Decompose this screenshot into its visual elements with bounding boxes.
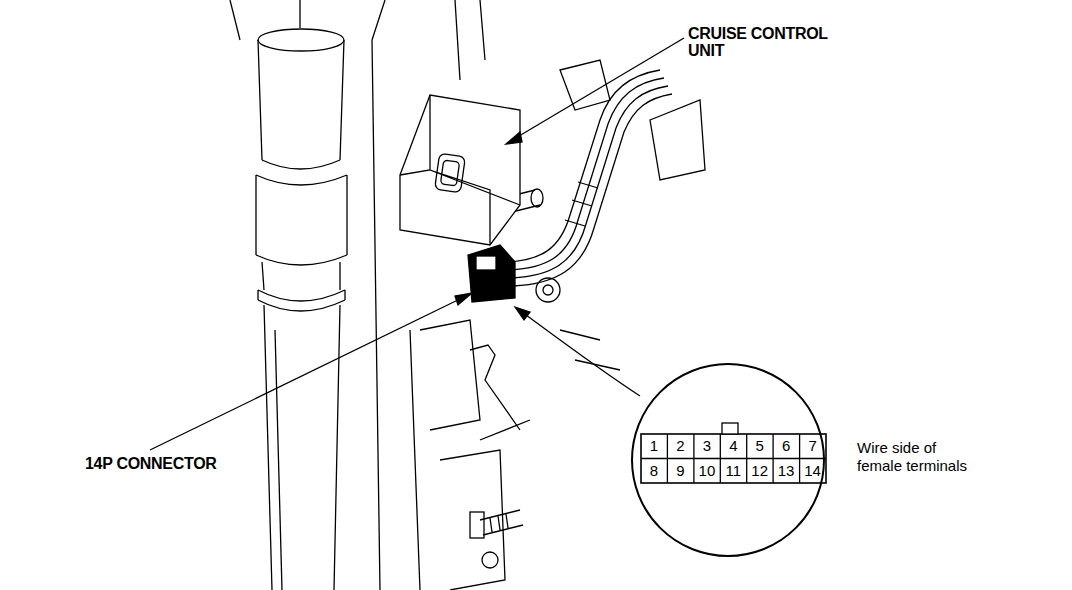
steering-column (256, 175, 347, 185)
steering-column (262, 160, 340, 169)
bolt (470, 345, 530, 440)
pin-number: 11 (720, 459, 746, 483)
bracket (543, 285, 553, 295)
pin-number: 12 (747, 459, 773, 483)
bracket (372, 0, 420, 590)
connector-inset (641, 458, 826, 459)
bracket (420, 320, 480, 430)
part-name: 14P CONNECTOR (85, 455, 265, 472)
bolt (480, 510, 523, 535)
pin-number: 1 (641, 434, 667, 458)
bracket (440, 450, 505, 590)
pin-number: 14 (800, 459, 826, 483)
cruise-control-unit-box (400, 95, 520, 245)
cruise-control-unit-box (400, 95, 520, 245)
cruise-control-unit-box (440, 160, 459, 186)
pin-number: 2 (667, 434, 693, 458)
leader-line (515, 307, 530, 320)
connector-inset (641, 434, 826, 483)
pin-number: 9 (667, 459, 693, 483)
leader-line (514, 38, 684, 139)
wire-harness (565, 182, 598, 226)
cruise-control-unit-box (435, 153, 466, 192)
cruise-control-unit-box (400, 95, 520, 245)
bolt (531, 189, 543, 207)
part-name: CRUISE CONTROL UNIT (688, 25, 843, 59)
steering-column (230, 0, 347, 590)
pin-number: 4 (720, 434, 746, 458)
bracket (560, 330, 620, 370)
leader-line (506, 132, 522, 144)
pin-number: 5 (747, 434, 773, 458)
steering-column (256, 255, 347, 265)
pin-number: 10 (694, 459, 720, 483)
steering-column (262, 262, 340, 290)
connector-14p (468, 245, 515, 302)
leader-line (150, 38, 684, 450)
leader-line (522, 312, 640, 396)
bolt (482, 552, 498, 568)
connector-inset (667, 434, 799, 483)
bolt (470, 189, 543, 568)
pin-number: 13 (773, 459, 799, 483)
leader-line (455, 293, 472, 305)
leader-line (150, 297, 464, 450)
steering-column (258, 29, 344, 51)
steering-column (264, 305, 340, 590)
connector-inset (632, 364, 824, 556)
connector-14p (468, 245, 515, 302)
steering-column (256, 175, 347, 255)
wire-harness (512, 86, 668, 278)
wire-harness (508, 70, 660, 262)
bracket (536, 278, 560, 302)
steering-column (230, 0, 300, 40)
wire-harness (508, 70, 672, 286)
bracket (455, 0, 485, 80)
pin-number: 6 (773, 434, 799, 458)
connector-inset (632, 364, 826, 556)
steering-column (258, 290, 345, 311)
bolt (470, 512, 484, 538)
steering-column (275, 330, 282, 590)
connector-inset (722, 423, 738, 434)
steering-column (258, 40, 344, 160)
wire-harness (513, 94, 672, 286)
pin-number: 8 (641, 459, 667, 483)
bracket (650, 100, 705, 180)
pin-number: 3 (694, 434, 720, 458)
bracket (560, 60, 610, 110)
pin-number: 7 (800, 434, 826, 458)
connector-14p (476, 256, 496, 270)
note-text: Wire side of female terminals (857, 439, 982, 475)
